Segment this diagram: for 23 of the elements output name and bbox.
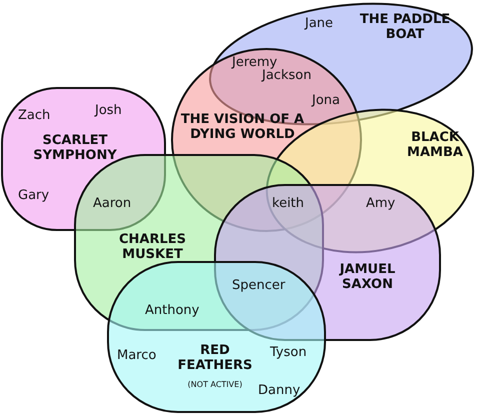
member-name: Gary	[18, 188, 50, 203]
member-name: Aaron	[93, 196, 132, 211]
band-name: SCARLET SYMPHONY	[32, 133, 118, 163]
band-name: CHARLES MUSKET	[118, 232, 188, 262]
member-name: Josh	[95, 103, 122, 118]
band-name: THE VISION OF A DYING WORLD	[180, 112, 305, 142]
member-name: keith	[272, 196, 304, 211]
member-name: Anthony	[145, 303, 200, 318]
member-name: Jackson	[262, 68, 312, 83]
band-name: BLACK MAMBA	[406, 130, 464, 160]
member-name: Amy	[366, 196, 396, 211]
status-note: (NOT ACTIVE)	[186, 380, 244, 389]
member-name: Tyson	[270, 345, 307, 360]
member-name: Jona	[312, 93, 340, 108]
member-name: Danny	[258, 383, 300, 398]
member-name: Jeremy	[232, 55, 278, 70]
band-name: RED FEATHERS	[176, 343, 254, 373]
member-name: Marco	[117, 348, 156, 363]
band-name: THE PADDLE BOAT	[358, 12, 452, 42]
band-name: JAMUEL SAXON	[338, 262, 396, 292]
member-name: Spencer	[232, 278, 286, 293]
member-name: Zach	[18, 108, 50, 123]
member-name: Jane	[305, 16, 334, 31]
